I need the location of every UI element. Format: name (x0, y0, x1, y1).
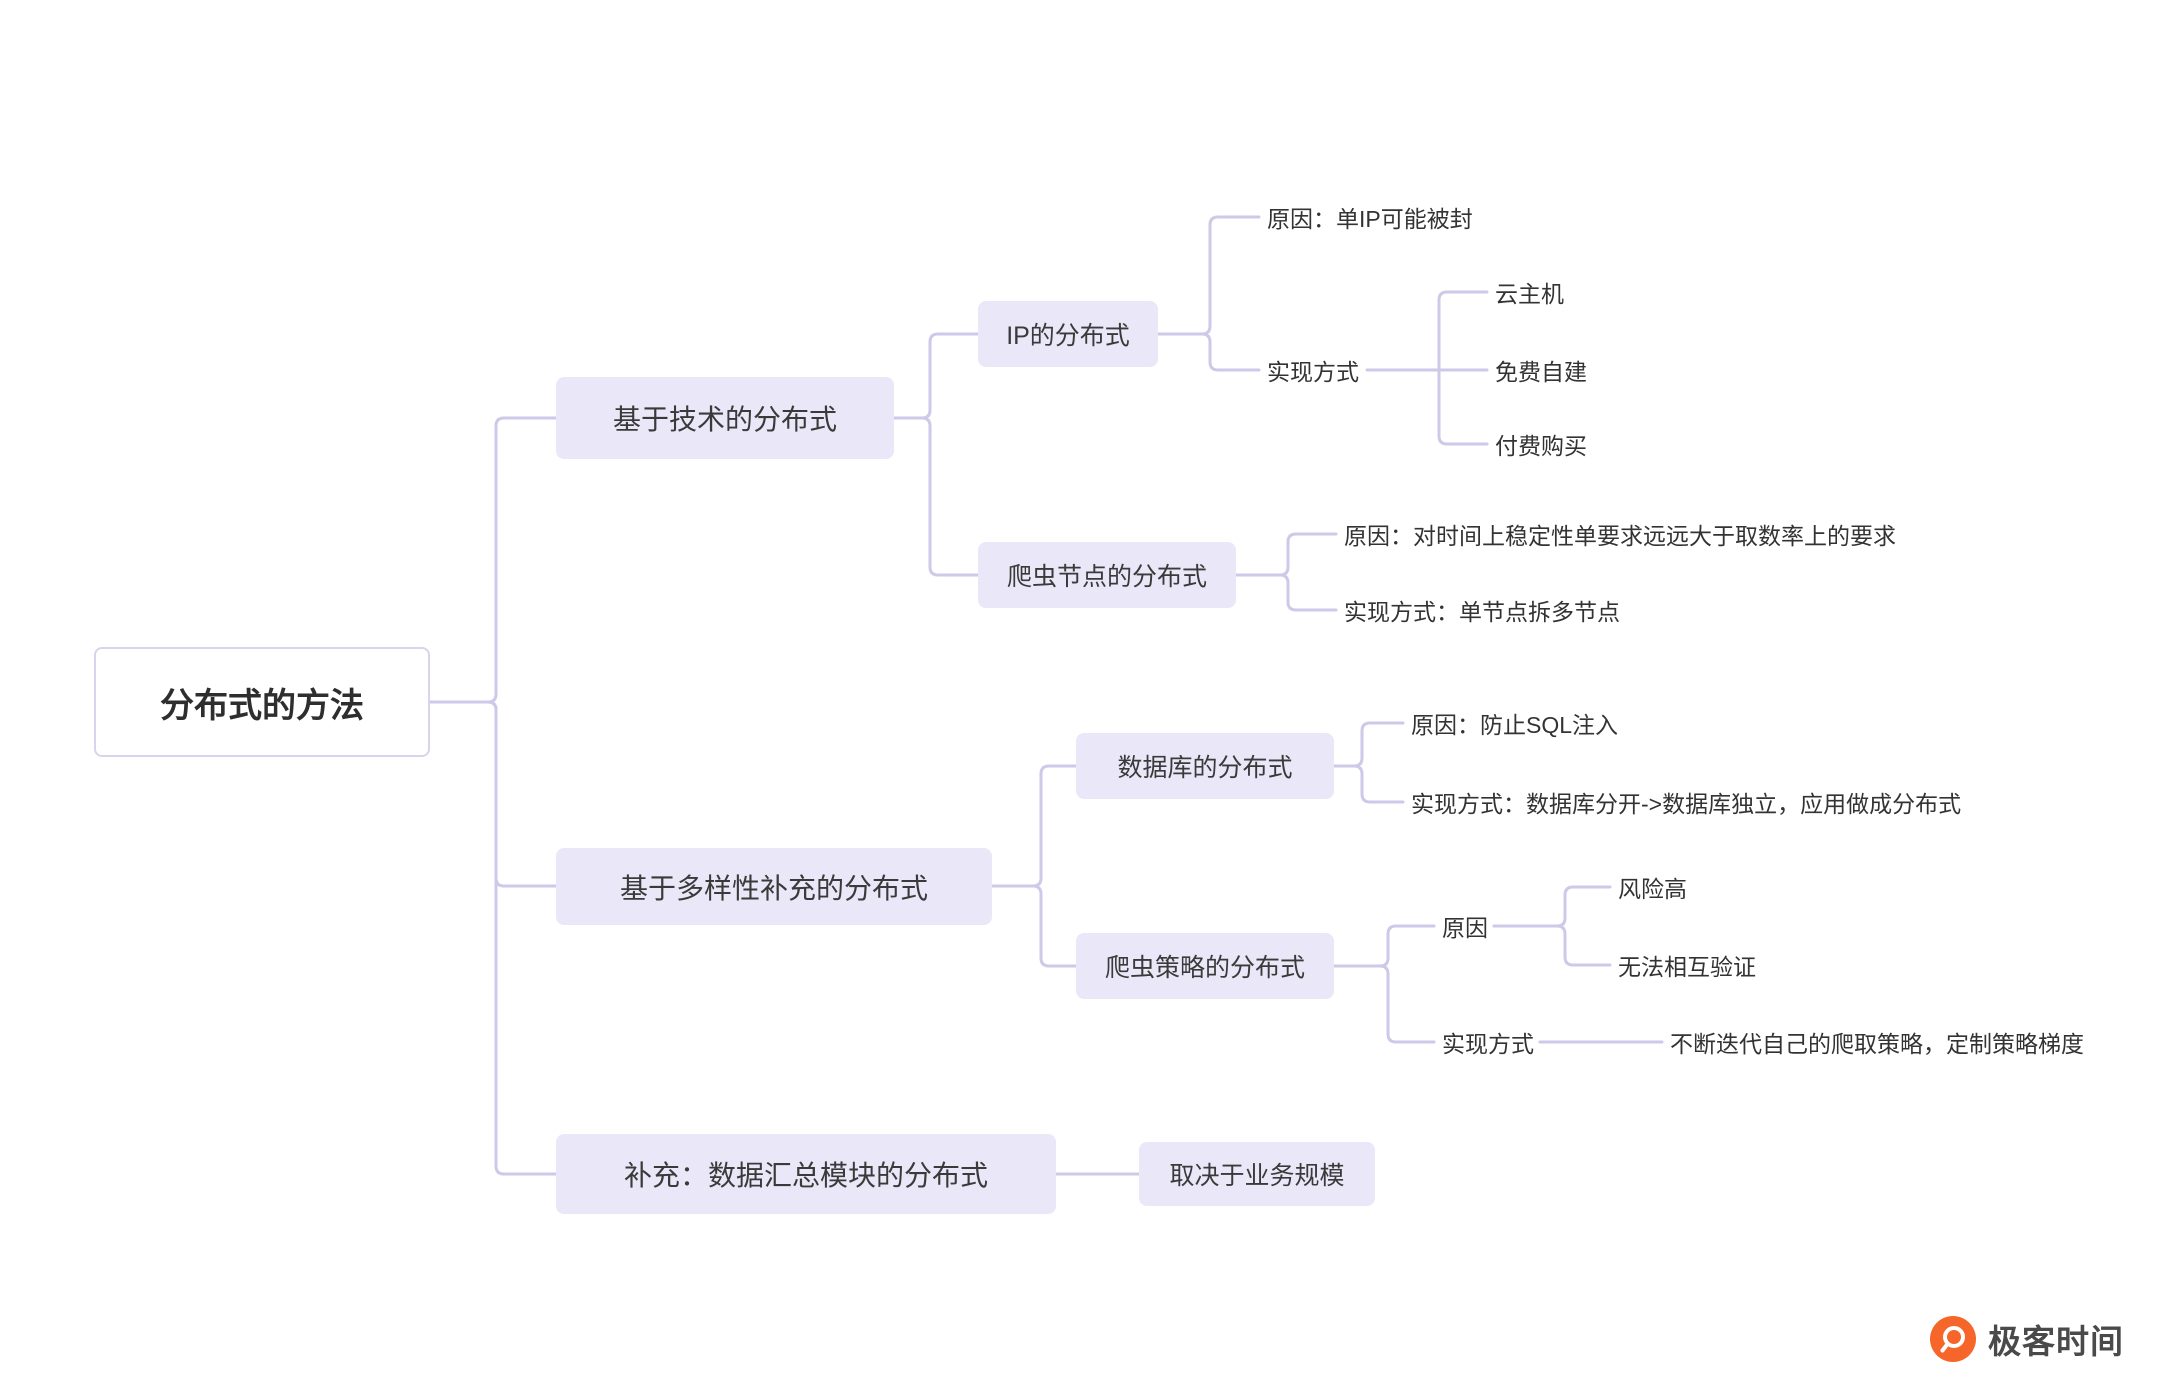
text-strategy-reason[interactable]: 原因 (1442, 915, 1488, 941)
brand-watermark: 极客时间 (1930, 1314, 2124, 1364)
text-crawler-node-reason[interactable]: 原因：对时间上稳定性单要求远远大于取数率上的要求 (1344, 523, 1896, 549)
node-database-distribution[interactable]: 数据库的分布式 (1076, 733, 1334, 799)
text-strategy-implementation[interactable]: 实现方式 (1442, 1031, 1534, 1057)
text-database-reason[interactable]: 原因：防止SQL注入 (1411, 712, 1619, 738)
text-ip-implementation[interactable]: 实现方式 (1267, 359, 1359, 385)
node-crawler-strategy-distribution[interactable]: 爬虫策略的分布式 (1076, 933, 1334, 999)
text-paid-purchase[interactable]: 付费购买 (1495, 433, 1587, 459)
branch-node-diversity[interactable]: 基于多样性补充的分布式 (556, 848, 992, 925)
text-cannot-mutually-verify[interactable]: 无法相互验证 (1618, 954, 1756, 980)
text-high-risk[interactable]: 风险高 (1618, 876, 1687, 902)
text-ip-reason[interactable]: 原因：单IP可能被封 (1267, 206, 1473, 232)
text-iterate-strategy[interactable]: 不断迭代自己的爬取策略，定制策略梯度 (1670, 1031, 2084, 1057)
text-cloud-host[interactable]: 云主机 (1495, 281, 1564, 307)
node-business-scale[interactable]: 取决于业务规模 (1139, 1142, 1375, 1206)
connector-group (428, 215, 1664, 1176)
text-crawler-node-implementation[interactable]: 实现方式：单节点拆多节点 (1344, 599, 1620, 625)
branch-node-supplement[interactable]: 补充：数据汇总模块的分布式 (556, 1134, 1056, 1214)
brand-name: 极客时间 (1988, 1323, 2124, 1360)
root-node[interactable]: 分布式的方法 (94, 647, 430, 757)
geektime-logo-icon (1930, 1316, 1976, 1362)
text-database-implementation[interactable]: 实现方式：数据库分开->数据库独立，应用做成分布式 (1411, 791, 1962, 817)
branch-node-technology[interactable]: 基于技术的分布式 (556, 377, 894, 459)
node-ip-distribution[interactable]: IP的分布式 (978, 301, 1158, 367)
node-crawler-node-distribution[interactable]: 爬虫节点的分布式 (978, 542, 1236, 608)
text-free-self-build[interactable]: 免费自建 (1495, 359, 1587, 385)
